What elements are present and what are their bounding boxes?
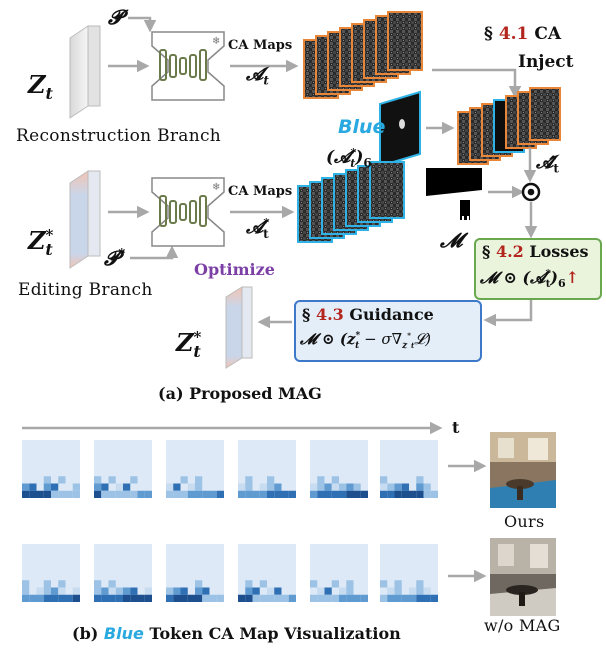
blue-token-map (379, 90, 421, 168)
token-map-thumbnail (22, 544, 80, 602)
section-4-1-inject: Inject (518, 52, 574, 72)
result-photo-ours (490, 432, 556, 508)
svg-text:❄: ❄ (212, 182, 220, 193)
editing-latent-label: Z*t (28, 226, 54, 259)
recon-ca-map-stack (303, 11, 423, 99)
result-photo-without-mag (490, 538, 556, 616)
token-map-thumbnail (380, 544, 438, 602)
token-map-thumbnail (238, 440, 296, 498)
reconstruction-latent-label: Zt (28, 70, 53, 103)
editing-branch-label: Editing Branch (18, 280, 153, 300)
optimize-label: Optimize (194, 260, 275, 279)
guidance-box (294, 300, 482, 362)
section-4-2-label: § 4.2 Losses (482, 242, 589, 261)
guidance-expression: 𝓜 ⊙ (z*t − σ∇z*t𝓛) (300, 330, 431, 351)
caption-part-b: (b) Blue Token CA Map Visualization (72, 624, 401, 643)
prompt-arrow-bottom (130, 245, 179, 260)
reconstruction-latent-slab (69, 25, 101, 119)
token-map-thumbnail (310, 544, 368, 602)
ca-maps-label-top: CA Maps (228, 38, 293, 53)
token-map-thumbnail (94, 440, 152, 498)
row2-result-label: w/o MAG (484, 616, 561, 635)
svg-text:❄: ❄ (212, 36, 220, 47)
time-axis-label: t (452, 418, 460, 437)
mask-image (426, 168, 482, 220)
unet-reconstruction: ❄ (151, 31, 225, 101)
blue-token-word: Blue (338, 116, 386, 138)
ca-maps-label-bottom: CA Maps (228, 184, 293, 199)
prompt-symbol-bottom: 𝓟* (104, 246, 126, 270)
token-map-thumbnail (380, 440, 438, 498)
section-4-1-label: § 4.1 CA (484, 24, 562, 44)
section-4-3-label: § 4.3 Guidance (302, 305, 434, 324)
token-map-thumbnails (22, 440, 438, 602)
prompt-symbol-top: 𝓟 (108, 5, 123, 29)
reconstruction-branch-label: Reconstruction Branch (16, 126, 222, 146)
losses-box (474, 238, 602, 300)
token-map-thumbnail (238, 544, 296, 602)
token-map-thumbnail (166, 544, 224, 602)
injected-attn-label: 𝓐̂t (536, 152, 559, 176)
attn-label-top: 𝓐t (246, 64, 269, 88)
loss-expression: 𝓜 ⊙ (𝓐*t)6↑ (480, 268, 579, 291)
mask-symbol: 𝓜 (440, 228, 463, 252)
unet-editing: ❄ (151, 177, 225, 247)
token-map-thumbnail (94, 544, 152, 602)
row1-result-label: Ours (504, 512, 545, 531)
loss-to-guidance-arrow (483, 298, 533, 327)
token-map-thumbnail (310, 440, 368, 498)
injected-ca-map-stack (457, 87, 561, 165)
inject-arrow (432, 68, 522, 99)
edit-ca-map-stack (297, 161, 405, 243)
output-latent-slab (225, 286, 253, 369)
editing-latent-slab (69, 170, 101, 269)
attn-label-bottom: 𝓐*t (246, 216, 270, 241)
prompt-arrow-top (128, 16, 157, 33)
caption-part-a: (a) Proposed MAG (158, 384, 322, 403)
output-latent-label: Z*t (176, 328, 202, 361)
blue-token-expr: (𝓐*t)6 (326, 146, 372, 171)
token-map-thumbnail (22, 440, 80, 498)
hadamard-operator (521, 182, 541, 202)
token-map-thumbnail (166, 440, 224, 498)
